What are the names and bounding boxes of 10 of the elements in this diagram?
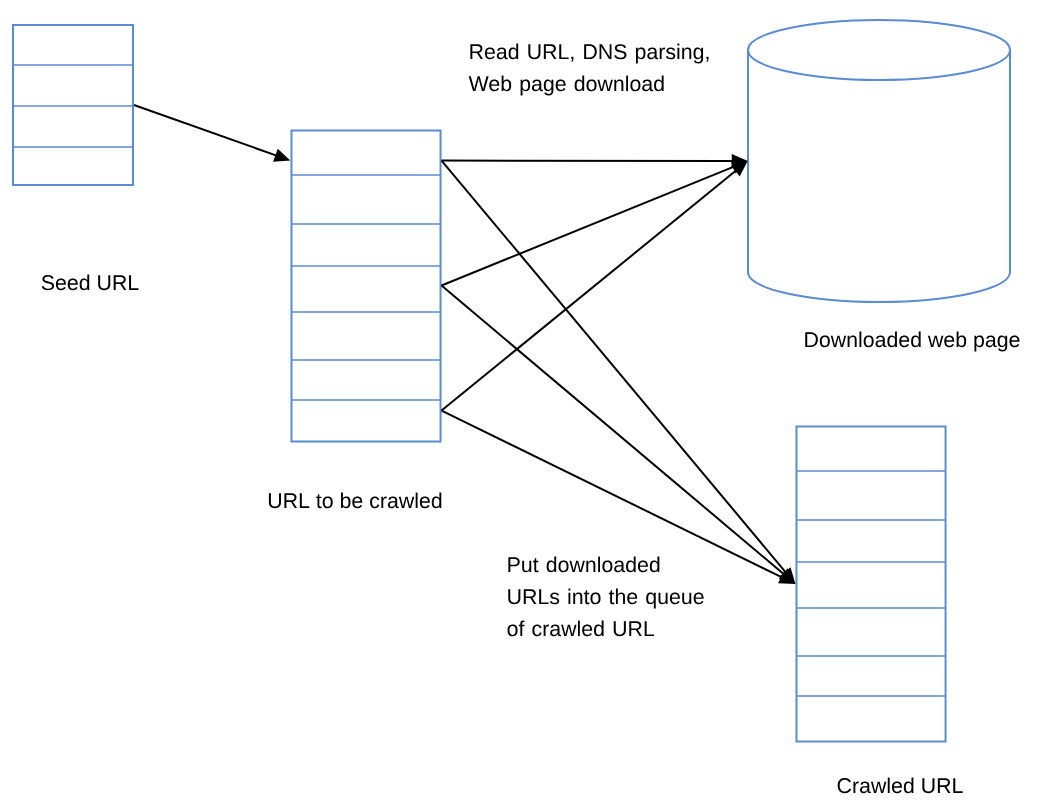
node-label: Downloaded web page: [805, 331, 1020, 352]
queue-table: [290, 129, 442, 443]
node-label: URL to be crawled: [268, 492, 442, 509]
queue-table: [12, 24, 134, 186]
edge-label: Read URL, DNS parsing, Web page download: [467, 42, 724, 97]
text-label: Seed URL: [41, 274, 139, 291]
edge-label: Put downloaded URLs into the queue of crawled URL: [505, 555, 708, 638]
database-cylinder: [747, 19, 1011, 303]
node-label: Crawled URL: [837, 777, 963, 794]
queue-table: [795, 425, 947, 743]
